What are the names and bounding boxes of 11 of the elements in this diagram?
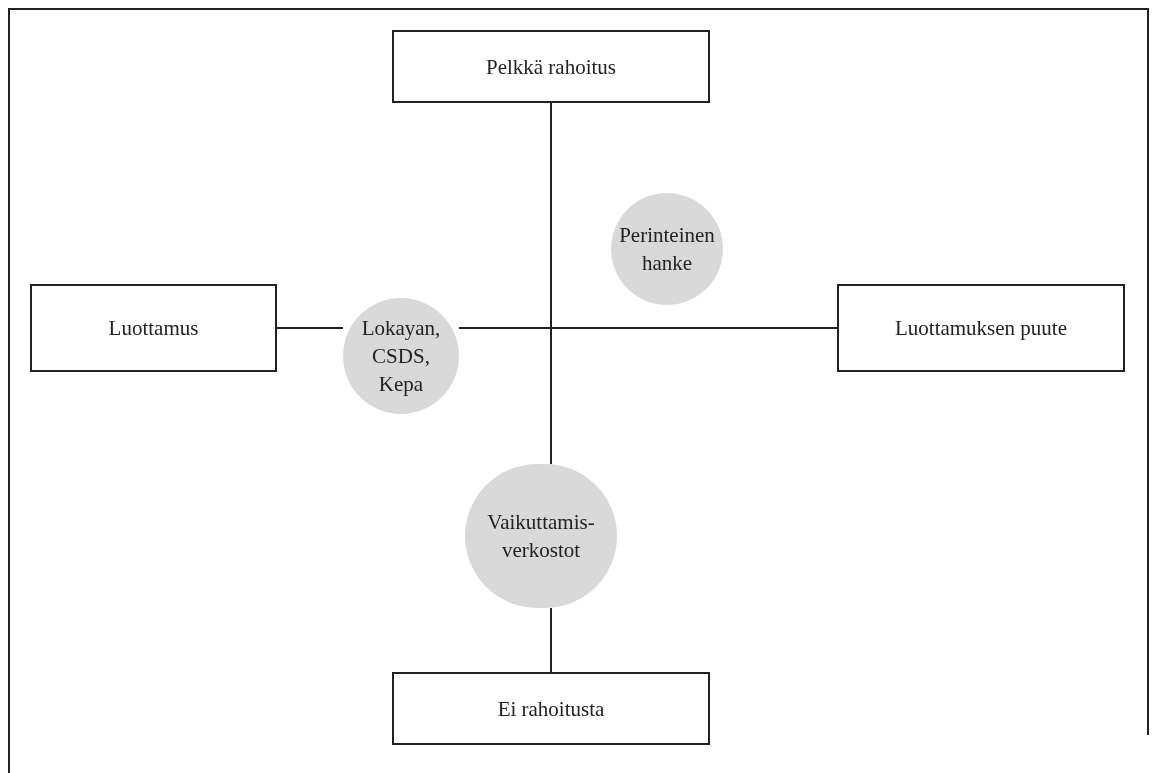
axis-end-box <box>392 30 710 103</box>
axis-end-box <box>837 284 1125 372</box>
node-label: Luottamus <box>108 315 199 342</box>
node-label: Vaikuttamis- verkostot <box>486 509 596 564</box>
axis-end-box <box>392 672 710 745</box>
node-label: Ei rahoitusta <box>497 695 605 723</box>
node-label: Perinteinen hanke <box>618 222 716 277</box>
node-label: Luottamuksen puute <box>894 315 1068 342</box>
axis-end-box <box>30 284 277 372</box>
node-label: Lokayan, CSDS, Kepa <box>361 315 441 398</box>
node-label: Pelkkä rahoitus <box>485 53 617 81</box>
